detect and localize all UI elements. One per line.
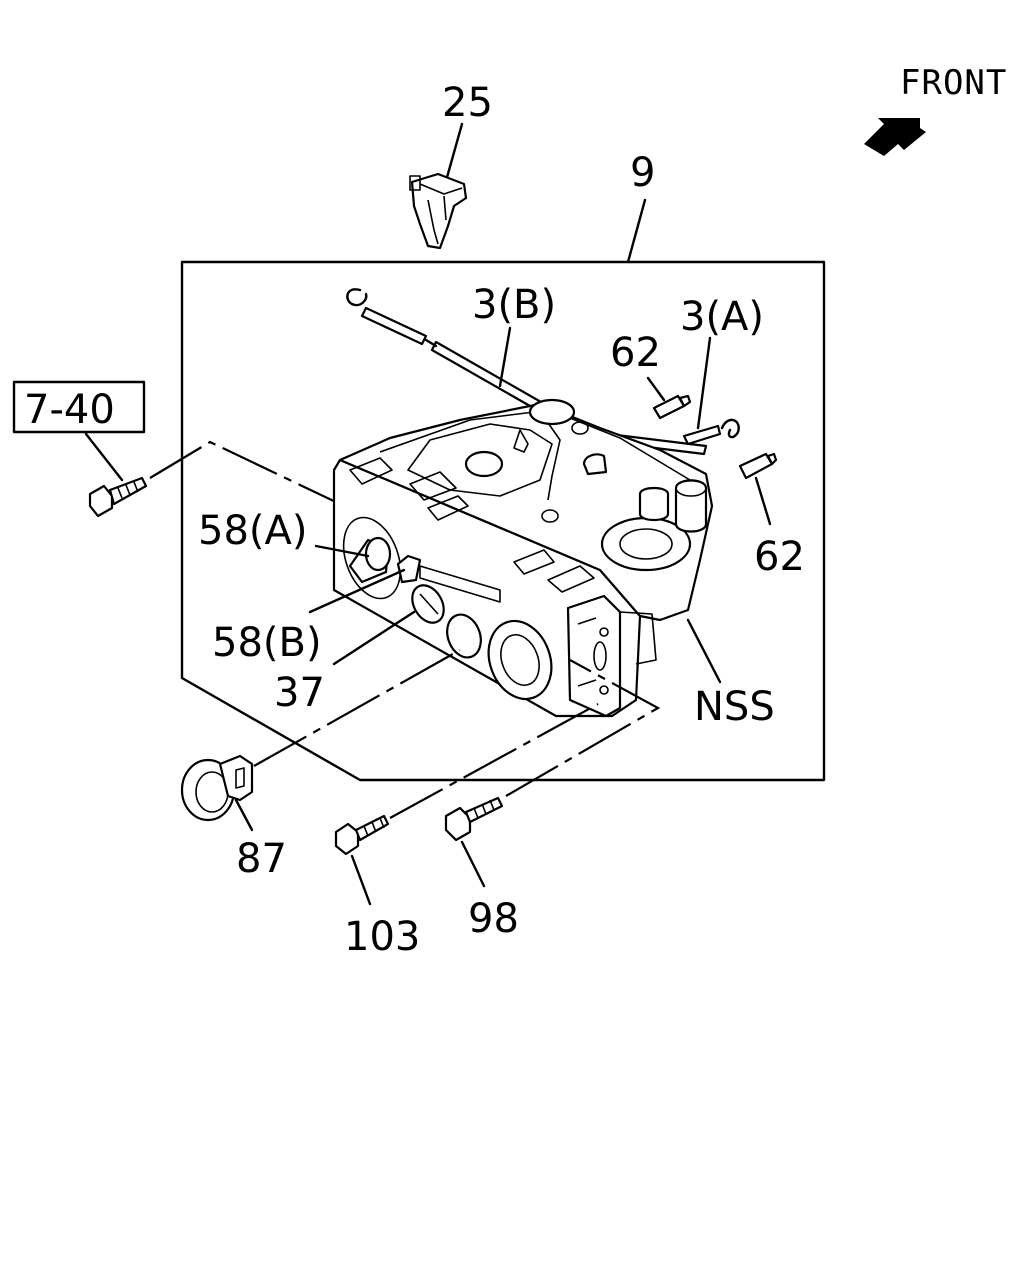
dash-line-87 bbox=[253, 649, 461, 767]
grommet-87-icon bbox=[180, 754, 254, 822]
leader-37 bbox=[332, 610, 416, 666]
label-part-103: 103 bbox=[344, 914, 420, 960]
dash-line-103 bbox=[389, 703, 599, 819]
screw-103-icon bbox=[334, 814, 390, 856]
leader-62-right bbox=[754, 476, 772, 526]
leader-87 bbox=[234, 798, 254, 832]
front-arrow-icon bbox=[864, 118, 926, 156]
label-part-62-right: 62 bbox=[754, 534, 805, 580]
leader-58b bbox=[308, 568, 406, 614]
screw-7-40-icon bbox=[88, 476, 148, 518]
label-part-58a: 58(A) bbox=[198, 508, 307, 554]
assembly-outline-box bbox=[180, 260, 826, 782]
label-part-3b: 3(B) bbox=[472, 282, 556, 328]
bolt-98-icon bbox=[444, 796, 504, 842]
leader-9 bbox=[626, 198, 647, 264]
control-unit-icon bbox=[332, 398, 714, 718]
leader-3b bbox=[498, 326, 512, 388]
pin-62-right-icon bbox=[738, 452, 778, 480]
leader-nss bbox=[686, 618, 722, 684]
label-part-62-top: 62 bbox=[610, 330, 661, 376]
leader-3a bbox=[696, 336, 712, 430]
clip-25-icon bbox=[409, 172, 468, 250]
label-part-98: 98 bbox=[468, 896, 519, 942]
dash-line-7-40 bbox=[149, 440, 341, 505]
reference-box bbox=[12, 380, 146, 434]
cable-3b-icon bbox=[346, 288, 550, 416]
leader-103 bbox=[350, 854, 372, 906]
front-label: FRONT bbox=[900, 63, 1007, 103]
label-part-87: 87 bbox=[236, 836, 287, 882]
leader-58a bbox=[314, 544, 370, 558]
label-part-58b: 58(B) bbox=[212, 620, 322, 666]
label-part-37: 37 bbox=[274, 670, 325, 716]
leader-98 bbox=[460, 840, 486, 888]
leader-62-top bbox=[646, 376, 666, 402]
label-nss: NSS bbox=[694, 684, 775, 730]
label-part-3a: 3(A) bbox=[680, 294, 764, 340]
dash-line-98 bbox=[505, 659, 661, 797]
label-part-9: 9 bbox=[630, 150, 655, 196]
reference-box-text: 7-40 bbox=[24, 387, 115, 433]
leader-7-40 bbox=[84, 432, 124, 482]
pin-62-top-icon bbox=[652, 394, 692, 420]
label-part-25: 25 bbox=[442, 80, 493, 126]
